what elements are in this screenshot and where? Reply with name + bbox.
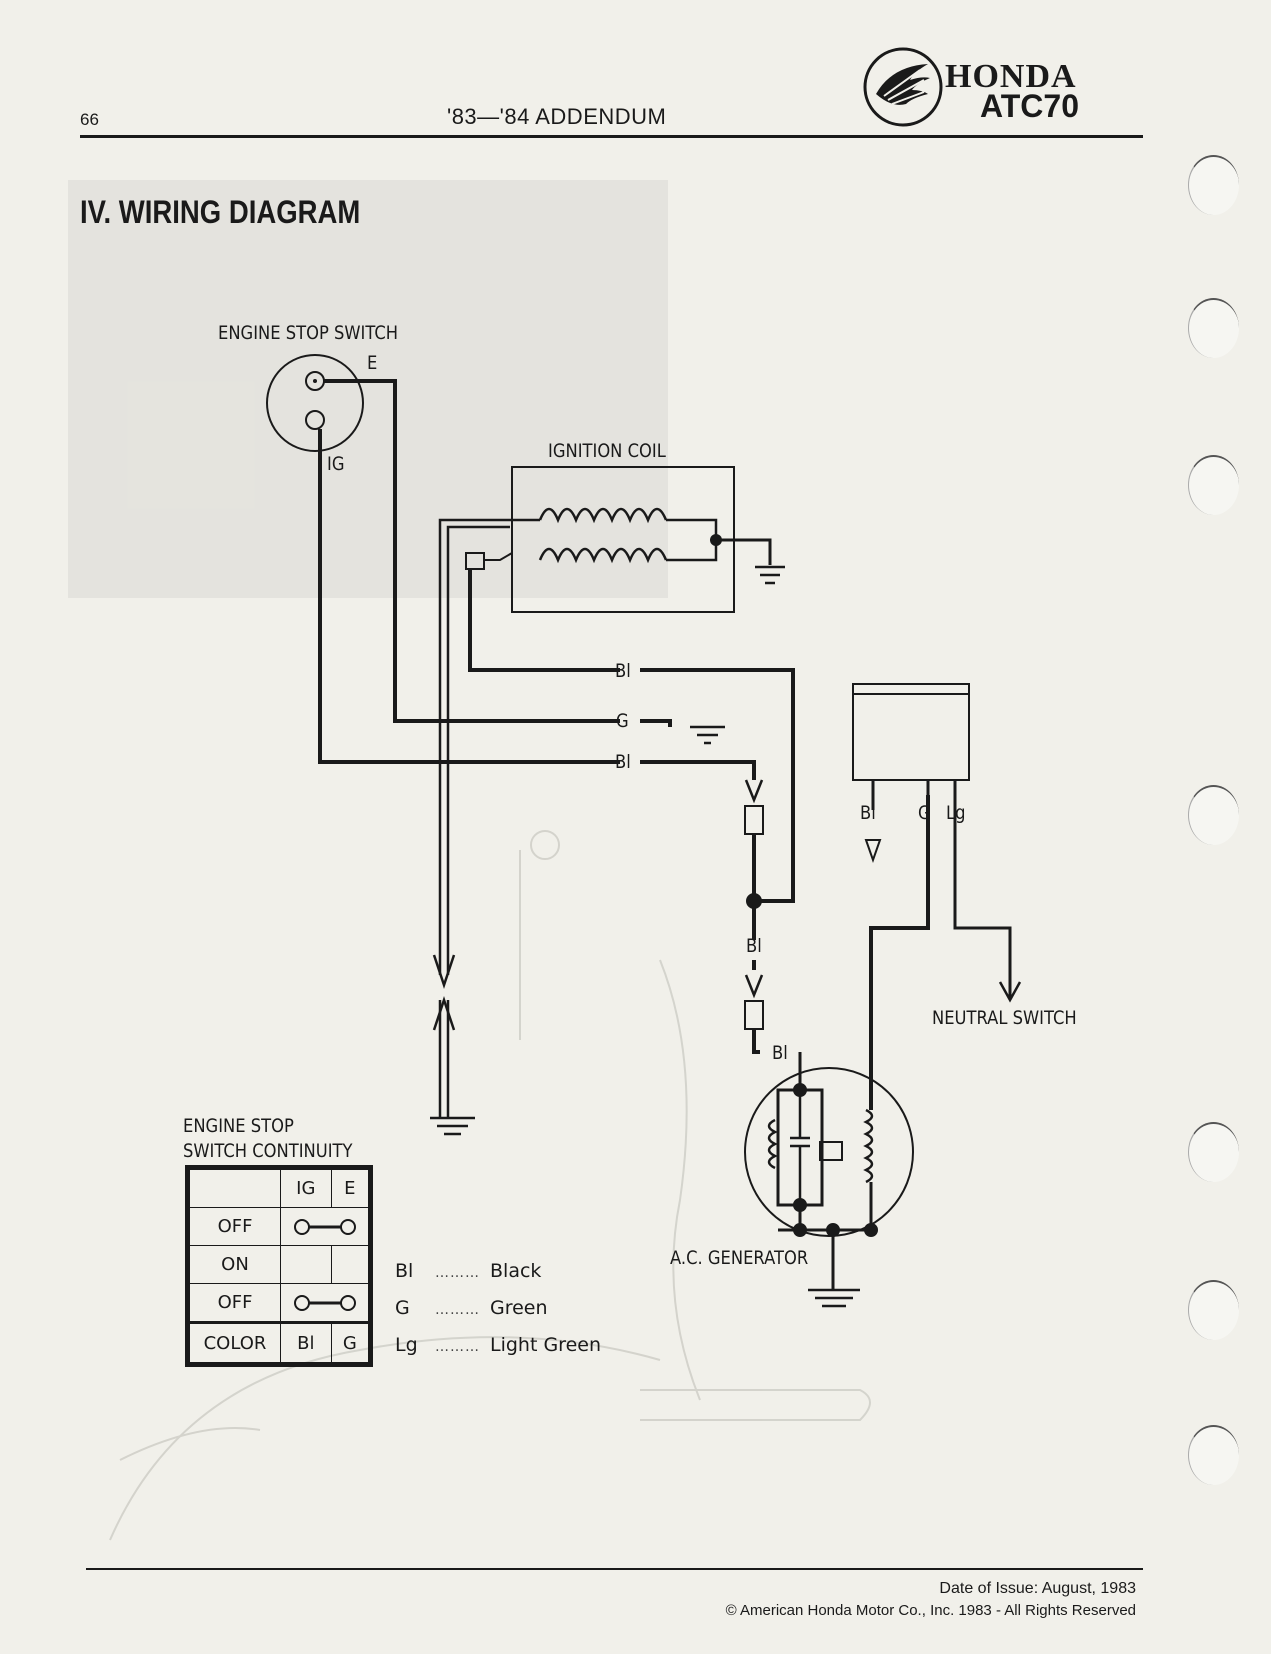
- table-row-color: COLOR Bl G: [189, 1321, 370, 1363]
- legend-item: G ……… Green: [395, 1297, 548, 1319]
- date-of-issue: Date of Issue: August, 1983: [939, 1580, 1136, 1597]
- wire-label-bl-connector: Bl: [746, 935, 762, 957]
- header-title: '83—'84 ADDENDUM: [447, 104, 667, 129]
- wire-label-bl-generator: Bl: [772, 1042, 788, 1064]
- footer-rule: [86, 1568, 1143, 1570]
- legend-dots: ………: [435, 1339, 480, 1355]
- legend-dots: ………: [435, 1265, 480, 1281]
- wire-label-bl-ig: Bl: [615, 751, 631, 773]
- column-header-e: E: [330, 1169, 370, 1208]
- table-row: OFF: [189, 1206, 369, 1246]
- binder-hole: [1188, 298, 1239, 358]
- section-title: IV. WIRING DIAGRAM: [80, 194, 361, 230]
- wire-bl-coil: [468, 569, 620, 672]
- binder-hole: [1188, 455, 1239, 515]
- binder-hole: [1188, 155, 1239, 215]
- ac-generator-label: A.C. GENERATOR: [670, 1247, 809, 1269]
- legend-code: G: [395, 1297, 410, 1319]
- color-e: G: [330, 1321, 370, 1363]
- table-row: OFF: [189, 1282, 369, 1324]
- brand-name: HONDA: [945, 58, 1077, 95]
- table-header-row: IG E: [189, 1169, 370, 1208]
- binder-hole: [1188, 785, 1239, 845]
- neutral-switch-label: NEUTRAL SWITCH: [932, 1007, 1077, 1029]
- binder-hole: [1188, 1280, 1239, 1340]
- legend-name: Light Green: [490, 1334, 601, 1356]
- row-state: OFF: [189, 1282, 281, 1324]
- continuity-connected-icon: [293, 1218, 356, 1235]
- color-ig: Bl: [280, 1321, 332, 1363]
- wire-label-bl-coil: Bl: [615, 660, 631, 682]
- legend-name: Black: [490, 1260, 542, 1282]
- legend-item: Lg ……… Light Green: [395, 1334, 601, 1356]
- continuity-link: [280, 1282, 369, 1324]
- legend-code: Bl: [395, 1260, 414, 1282]
- honda-wing-logo-icon: [863, 47, 943, 127]
- copyright-notice: © American Honda Motor Co., Inc. 1983 - …: [725, 1602, 1136, 1619]
- table-row: ON: [189, 1244, 370, 1284]
- header-rule: [80, 135, 1143, 138]
- page-number: 66: [80, 110, 99, 129]
- model-name: ATC70: [980, 88, 1079, 124]
- wire-label-g: G: [616, 710, 629, 732]
- ignition-coil-label: IGNITION COIL: [548, 440, 666, 462]
- continuity-title-line1: ENGINE STOP: [183, 1115, 294, 1137]
- terminal-e-label: E: [367, 352, 378, 374]
- binder-hole: [1188, 1122, 1239, 1182]
- legend-name: Green: [490, 1297, 548, 1319]
- engine-stop-switch-label: ENGINE STOP SWITCH: [218, 322, 399, 344]
- legend-code: Lg: [395, 1334, 418, 1356]
- legend-item: Bl ……… Black: [395, 1260, 541, 1282]
- color-row-label: COLOR: [189, 1321, 281, 1363]
- row-state: ON: [189, 1244, 281, 1284]
- terminal-ig-label: IG: [327, 453, 345, 475]
- continuity-connected-icon: [293, 1295, 356, 1312]
- continuity-title-line2: SWITCH CONTINUITY: [183, 1140, 353, 1162]
- engine-stop-switch-symbol: [266, 354, 364, 452]
- ignition-coil-box: [511, 466, 735, 613]
- legend-dots: ………: [435, 1302, 480, 1318]
- plug-label-lg: Lg: [946, 802, 966, 824]
- ac-generator-symbol: [744, 1067, 914, 1237]
- wire-g-e: [324, 379, 620, 723]
- row-state: OFF: [189, 1206, 281, 1246]
- plug-label-g: G: [918, 802, 931, 824]
- bleed-through-shade: [68, 180, 668, 598]
- wire-bl-ig: [318, 429, 620, 764]
- column-header-ig: IG: [280, 1169, 332, 1208]
- plug-label-bl: Bl: [860, 802, 876, 824]
- binder-hole: [1188, 1425, 1239, 1485]
- continuity-table: IG E OFF ON OFF COLOR: [185, 1165, 373, 1367]
- continuity-link: [280, 1206, 369, 1246]
